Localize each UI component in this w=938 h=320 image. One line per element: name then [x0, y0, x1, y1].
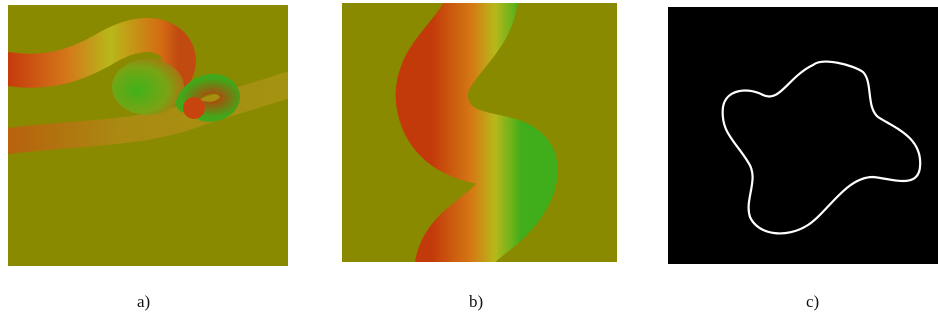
- panel-c-figure: [668, 7, 938, 264]
- s-tube: [395, 3, 558, 262]
- panel-b-figure: [342, 3, 617, 262]
- caption-a: a): [137, 292, 151, 311]
- black-background: [668, 7, 938, 264]
- panel-a-figure: [8, 5, 288, 266]
- caption-c: c): [806, 292, 820, 311]
- swirl-disc: [112, 59, 184, 115]
- small-loop: [176, 73, 240, 122]
- blob-contour: [721, 60, 922, 235]
- lower-tube: [8, 72, 288, 154]
- caption-b: b): [469, 292, 484, 311]
- small-loop-end: [183, 97, 205, 119]
- panel-b-image: [342, 3, 617, 262]
- upper-tube: [8, 18, 196, 104]
- panel-c-image: [668, 7, 938, 264]
- panel-a-image: [8, 5, 288, 266]
